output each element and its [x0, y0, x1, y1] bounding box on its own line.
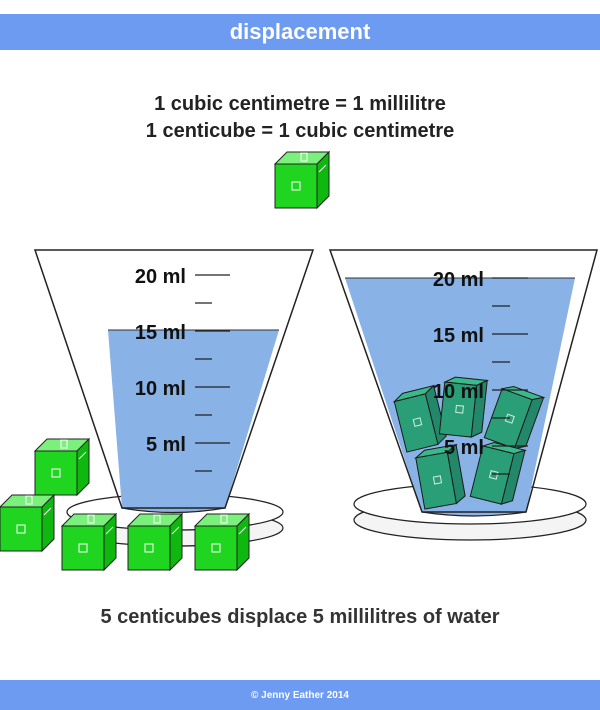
footer-bar: © Jenny Eather 2014 — [0, 680, 600, 710]
centicube-icon — [34, 438, 90, 496]
page-title: displacement — [229, 19, 371, 44]
equation-line-2: 1 centicube = 1 cubic centimetre — [145, 120, 455, 142]
left-label-10ml: 10 ml — [135, 378, 186, 400]
left-label-5ml: 5 ml — [146, 434, 186, 456]
displacement-caption: 5 centicubes displace 5 millilitres of w… — [100, 606, 500, 628]
centicube-icon — [61, 513, 117, 571]
right-beaker: 20 ml 15 ml 10 ml 5 ml — [328, 249, 598, 541]
left-beaker-glass — [33, 249, 315, 509]
centicube-icon — [127, 513, 183, 571]
left-water — [108, 330, 279, 508]
right-beaker-glass — [328, 249, 598, 513]
left-label-20ml: 20 ml — [135, 266, 186, 288]
left-beaker: 20 ml 15 ml 10 ml 5 ml — [33, 249, 315, 547]
header-bar: displacement — [0, 14, 600, 50]
right-label-10ml: 10 ml — [433, 381, 484, 403]
centicube-icon — [194, 513, 250, 571]
right-label-20ml: 20 ml — [433, 269, 484, 291]
right-label-15ml: 15 ml — [433, 325, 484, 347]
copyright-credit: © Jenny Eather 2014 — [251, 689, 349, 701]
equation-line-1: 1 cubic centimetre = 1 millilitre — [154, 93, 446, 115]
centicube-icon — [0, 494, 55, 552]
left-label-15ml: 15 ml — [135, 322, 186, 344]
right-label-5ml: 5 ml — [444, 437, 484, 459]
centicube-icon — [274, 151, 330, 209]
